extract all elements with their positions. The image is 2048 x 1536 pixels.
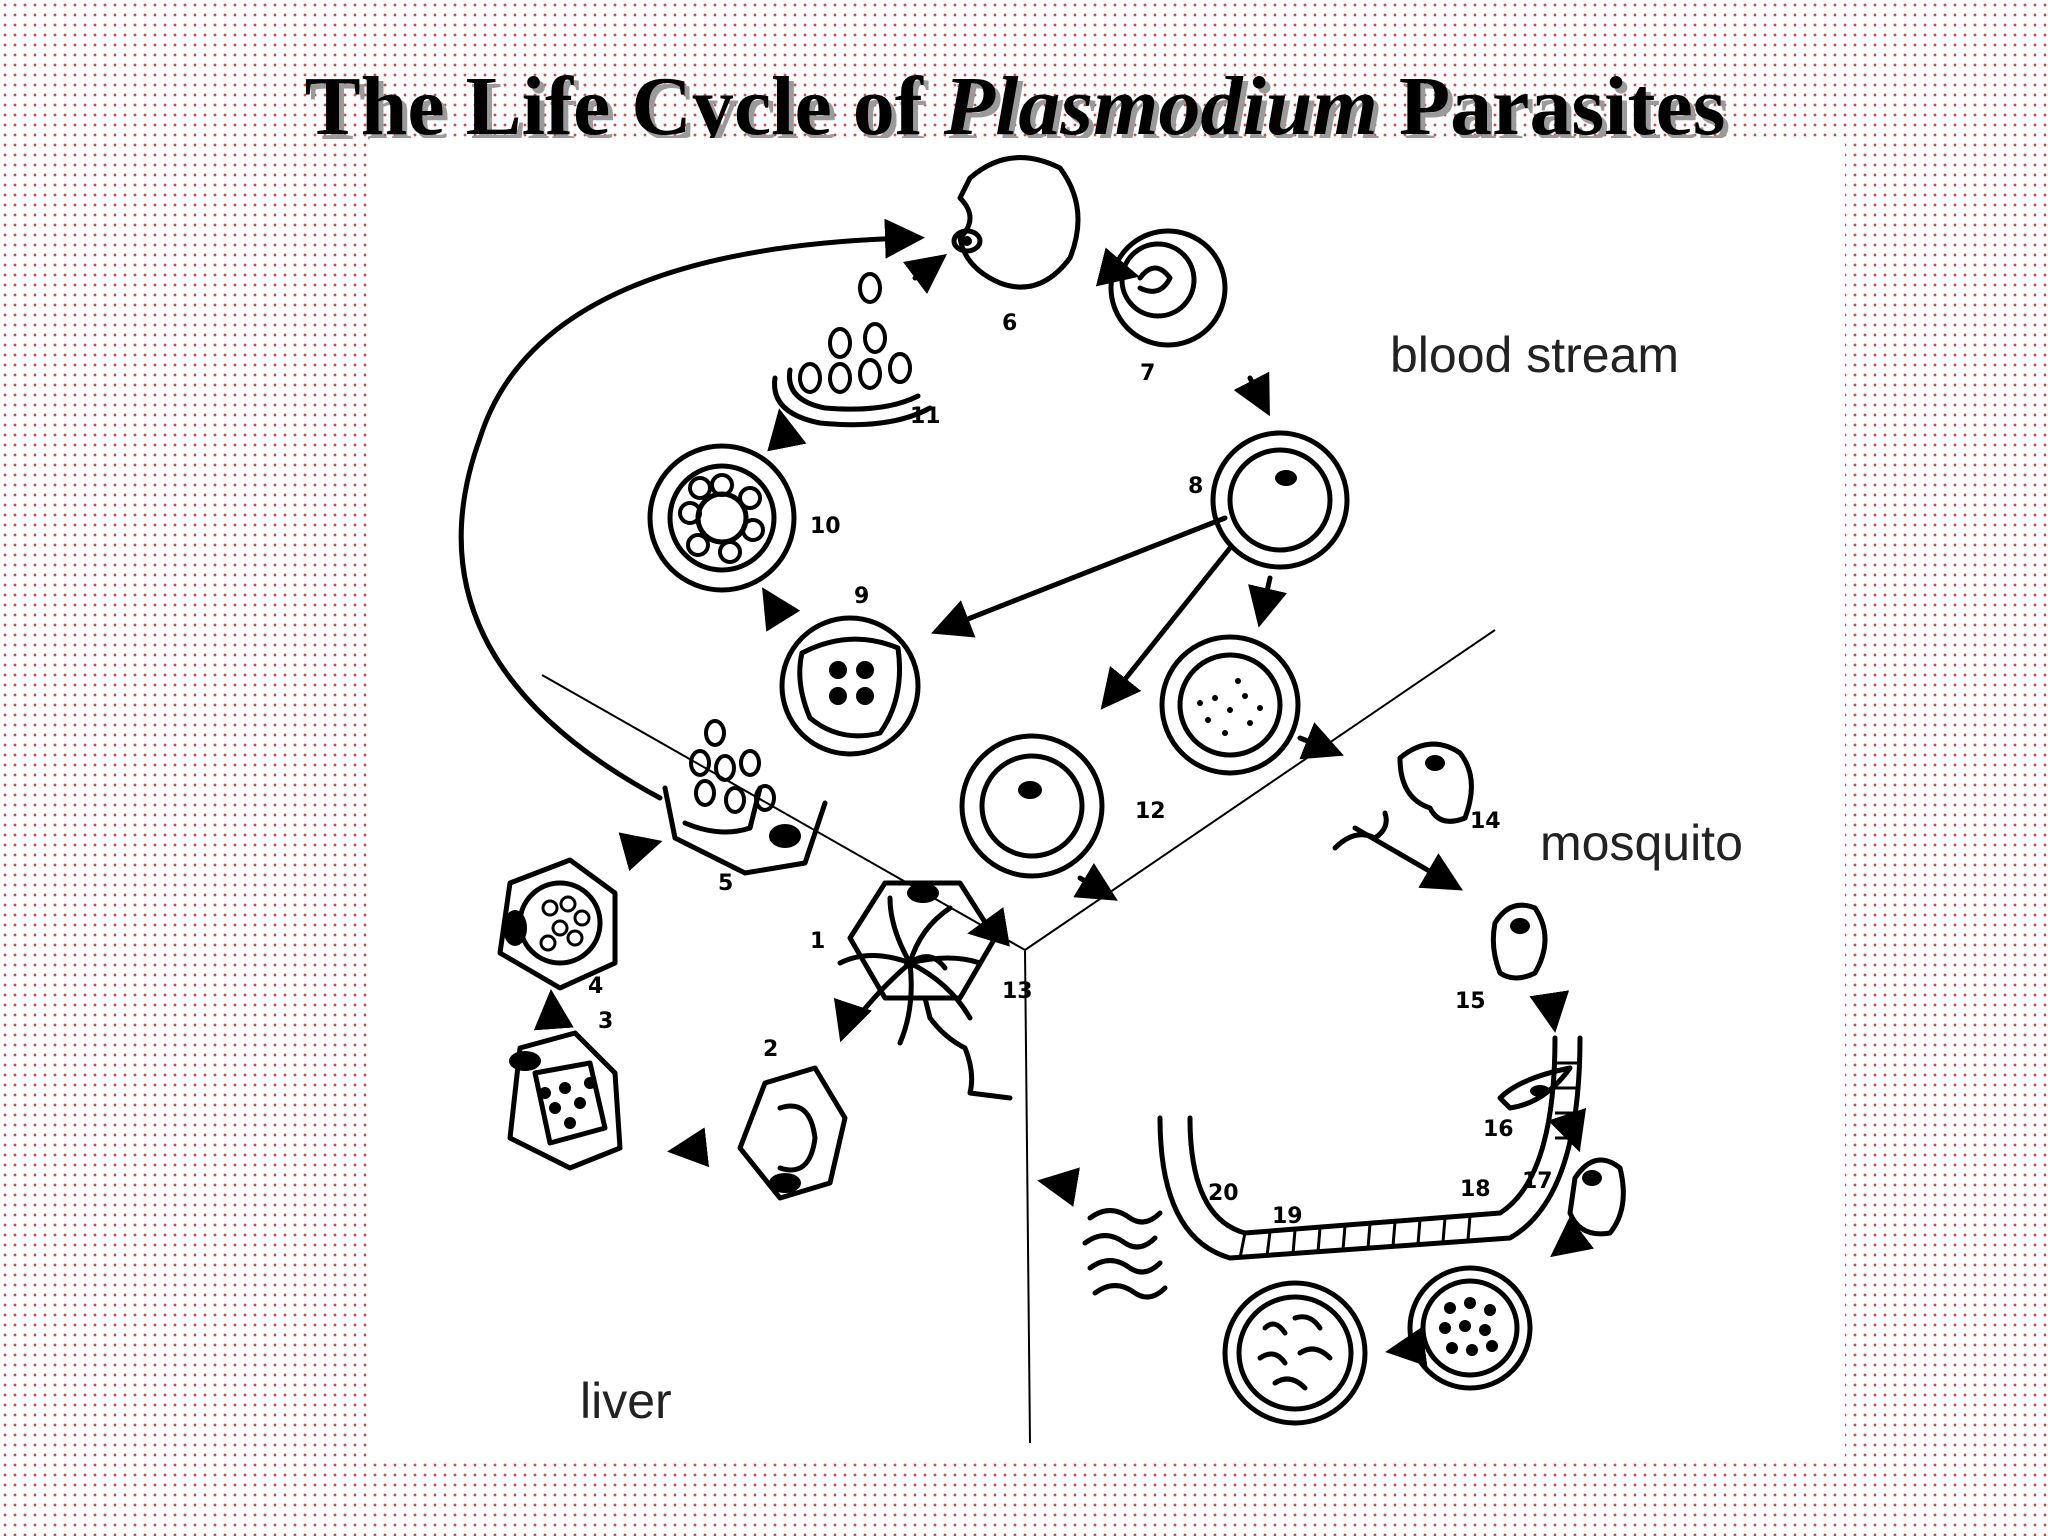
region-dividers — [541, 629, 1496, 1444]
stage-number-17: 17 — [1522, 1169, 1553, 1194]
stage-4-liver-schizont — [497, 857, 618, 991]
stage-number-14: 14 — [1470, 809, 1501, 834]
stage-16-ookinete-gut — [1497, 1065, 1573, 1111]
stage-number-7: 7 — [1140, 361, 1155, 386]
stage-number-19: 19 — [1272, 1204, 1303, 1229]
stage-18-oocyst — [1407, 1265, 1533, 1391]
life-cycle-diagram: blood stream mosquito liver — [458, 155, 1743, 1444]
stage-number-4: 4 — [588, 974, 603, 999]
stage-13-exflagellation — [837, 895, 983, 1046]
stage-number-9: 9 — [854, 584, 869, 609]
stage-19-mature-oocyst — [1222, 1280, 1368, 1426]
cycle-arrows — [458, 218, 1595, 1367]
region-label-blood-stream: blood stream — [1390, 327, 1679, 383]
stage-12-microgametocyte — [959, 733, 1105, 879]
stage-7-ring — [1108, 228, 1228, 348]
stage-number-12: 12 — [1135, 799, 1166, 824]
stage-11-merozoites — [772, 272, 933, 428]
stage-number-3: 3 — [598, 1009, 613, 1034]
region-label-mosquito: mosquito — [1540, 815, 1743, 871]
stage-number-8: 8 — [1188, 474, 1203, 499]
stage-number-10: 10 — [810, 514, 841, 539]
stage-macrogametocyte — [1159, 634, 1301, 776]
midgut-wall — [1157, 1035, 1583, 1261]
title-prefix: The Life Cycle of — [304, 60, 944, 153]
stage-20-sporozoites — [1082, 1208, 1168, 1300]
stage-number-13: 13 — [1002, 979, 1033, 1004]
stage-17-oocyst-early — [1567, 1157, 1626, 1237]
stage-8-trophozoite — [1210, 430, 1350, 570]
stage-number-15: 15 — [1455, 989, 1486, 1014]
stage-6-red-cell — [951, 155, 1081, 290]
stage-3-liver-cell — [507, 1030, 623, 1171]
stage-number-6: 6 — [1002, 311, 1017, 336]
stage-2-liver-cell — [737, 1065, 848, 1201]
stage-number-1: 1 — [810, 929, 825, 954]
stage-number-16: 16 — [1483, 1117, 1514, 1142]
stage-number-5: 5 — [718, 871, 733, 896]
stage-9-schizont — [779, 615, 921, 757]
stage-number-11: 11 — [910, 404, 941, 429]
diagram-panel: blood stream mosquito liver — [370, 138, 1845, 1461]
stage-number-20: 20 — [1208, 1181, 1239, 1206]
stage-numbers: 1 2 3 4 5 6 7 8 9 10 11 12 13 14 15 16 1… — [588, 311, 1553, 1229]
stage-10-mature-schizont — [647, 443, 797, 593]
stage-number-2: 2 — [763, 1037, 778, 1062]
stage-14-zygote — [1332, 741, 1474, 851]
stage-5-liver-rupture — [662, 719, 828, 876]
stage-number-18: 18 — [1460, 1177, 1491, 1202]
stage-1-liver-cell — [847, 880, 1013, 1101]
title-italic: Plasmodium — [943, 60, 1378, 153]
region-label-liver: liver — [580, 1373, 672, 1429]
title-suffix: Parasites — [1377, 60, 1726, 153]
slide-title: The Life Cycle of Plasmodium Parasites — [0, 58, 2030, 155]
stage-15-ookinete — [1490, 902, 1548, 981]
